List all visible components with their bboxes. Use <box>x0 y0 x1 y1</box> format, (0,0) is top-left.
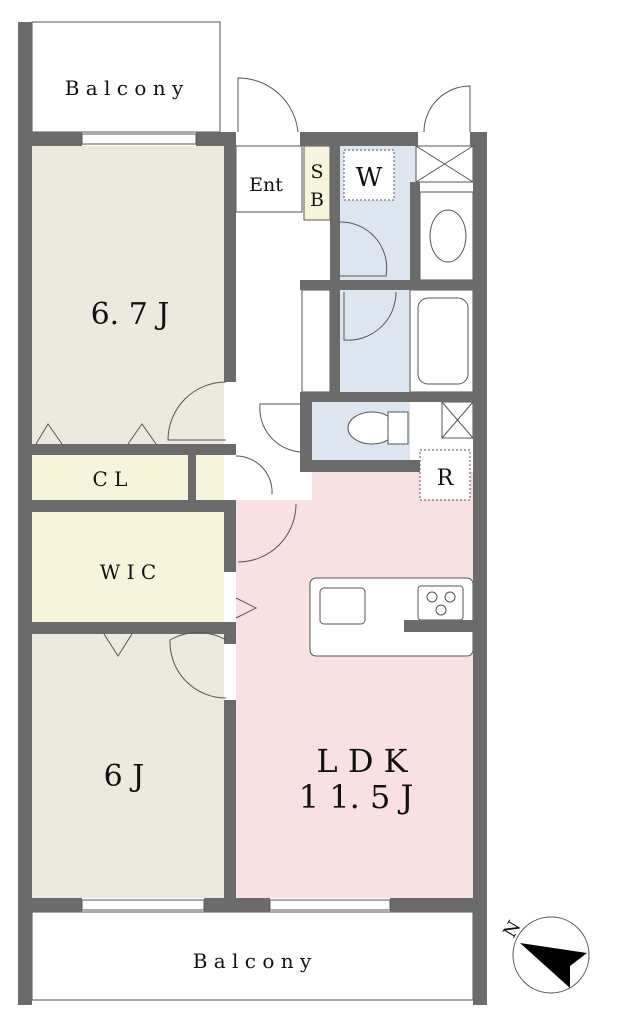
toilet-tank <box>387 411 409 445</box>
kitchen-counter <box>309 577 474 657</box>
door-room6 <box>169 631 227 699</box>
washer-space <box>343 149 395 201</box>
kitchen-sink <box>319 587 366 625</box>
shaft-mid <box>441 401 474 439</box>
closet <box>32 455 188 500</box>
door-toilet <box>259 403 301 453</box>
bathroom <box>340 290 410 392</box>
room-6j <box>32 634 224 898</box>
ldk-size-label: 1 1. 5 J <box>299 778 414 816</box>
balcony-top: B a l c o n y <box>31 21 221 133</box>
doors <box>35 77 471 699</box>
closet-small <box>196 455 224 500</box>
wic-label: W I C <box>100 560 156 584</box>
windows <box>81 133 391 911</box>
door-closet-small <box>235 455 273 495</box>
door-entrance <box>237 77 299 133</box>
shoe-box-label-b: B <box>310 189 324 211</box>
door-shaft <box>423 85 471 133</box>
bathtub <box>417 297 469 385</box>
ldk <box>236 500 473 898</box>
walls <box>18 22 487 1005</box>
balcony-top-label: B a l c o n y <box>65 76 184 100</box>
sink-basin <box>429 209 467 263</box>
fridge-space <box>419 449 471 501</box>
walk-in-closet <box>32 512 224 622</box>
door-washroom <box>339 221 388 277</box>
fridge-label: R <box>437 466 455 491</box>
balcony-bottom: B a l c o n y <box>31 911 474 1001</box>
entrance <box>235 145 303 213</box>
door-ldk <box>237 503 297 563</box>
washer-label: W <box>356 163 383 193</box>
door-bath <box>343 291 397 341</box>
door-room67 <box>167 381 227 441</box>
ldk-label: L D K <box>316 742 408 780</box>
room-6-7j <box>32 146 224 444</box>
room-6-7j-label: 6. 7 J <box>91 297 170 332</box>
entrance-label: Ent <box>249 174 283 196</box>
shoe-box-label-s: S <box>310 161 323 183</box>
closet-label: C L <box>93 467 128 491</box>
closet-hall <box>301 289 331 393</box>
compass-icon: N <box>499 916 590 994</box>
shaft-top <box>415 145 474 183</box>
room-6j-label: 6 J <box>104 759 145 794</box>
balcony-bottom-label: B a l c o n y <box>193 949 312 973</box>
